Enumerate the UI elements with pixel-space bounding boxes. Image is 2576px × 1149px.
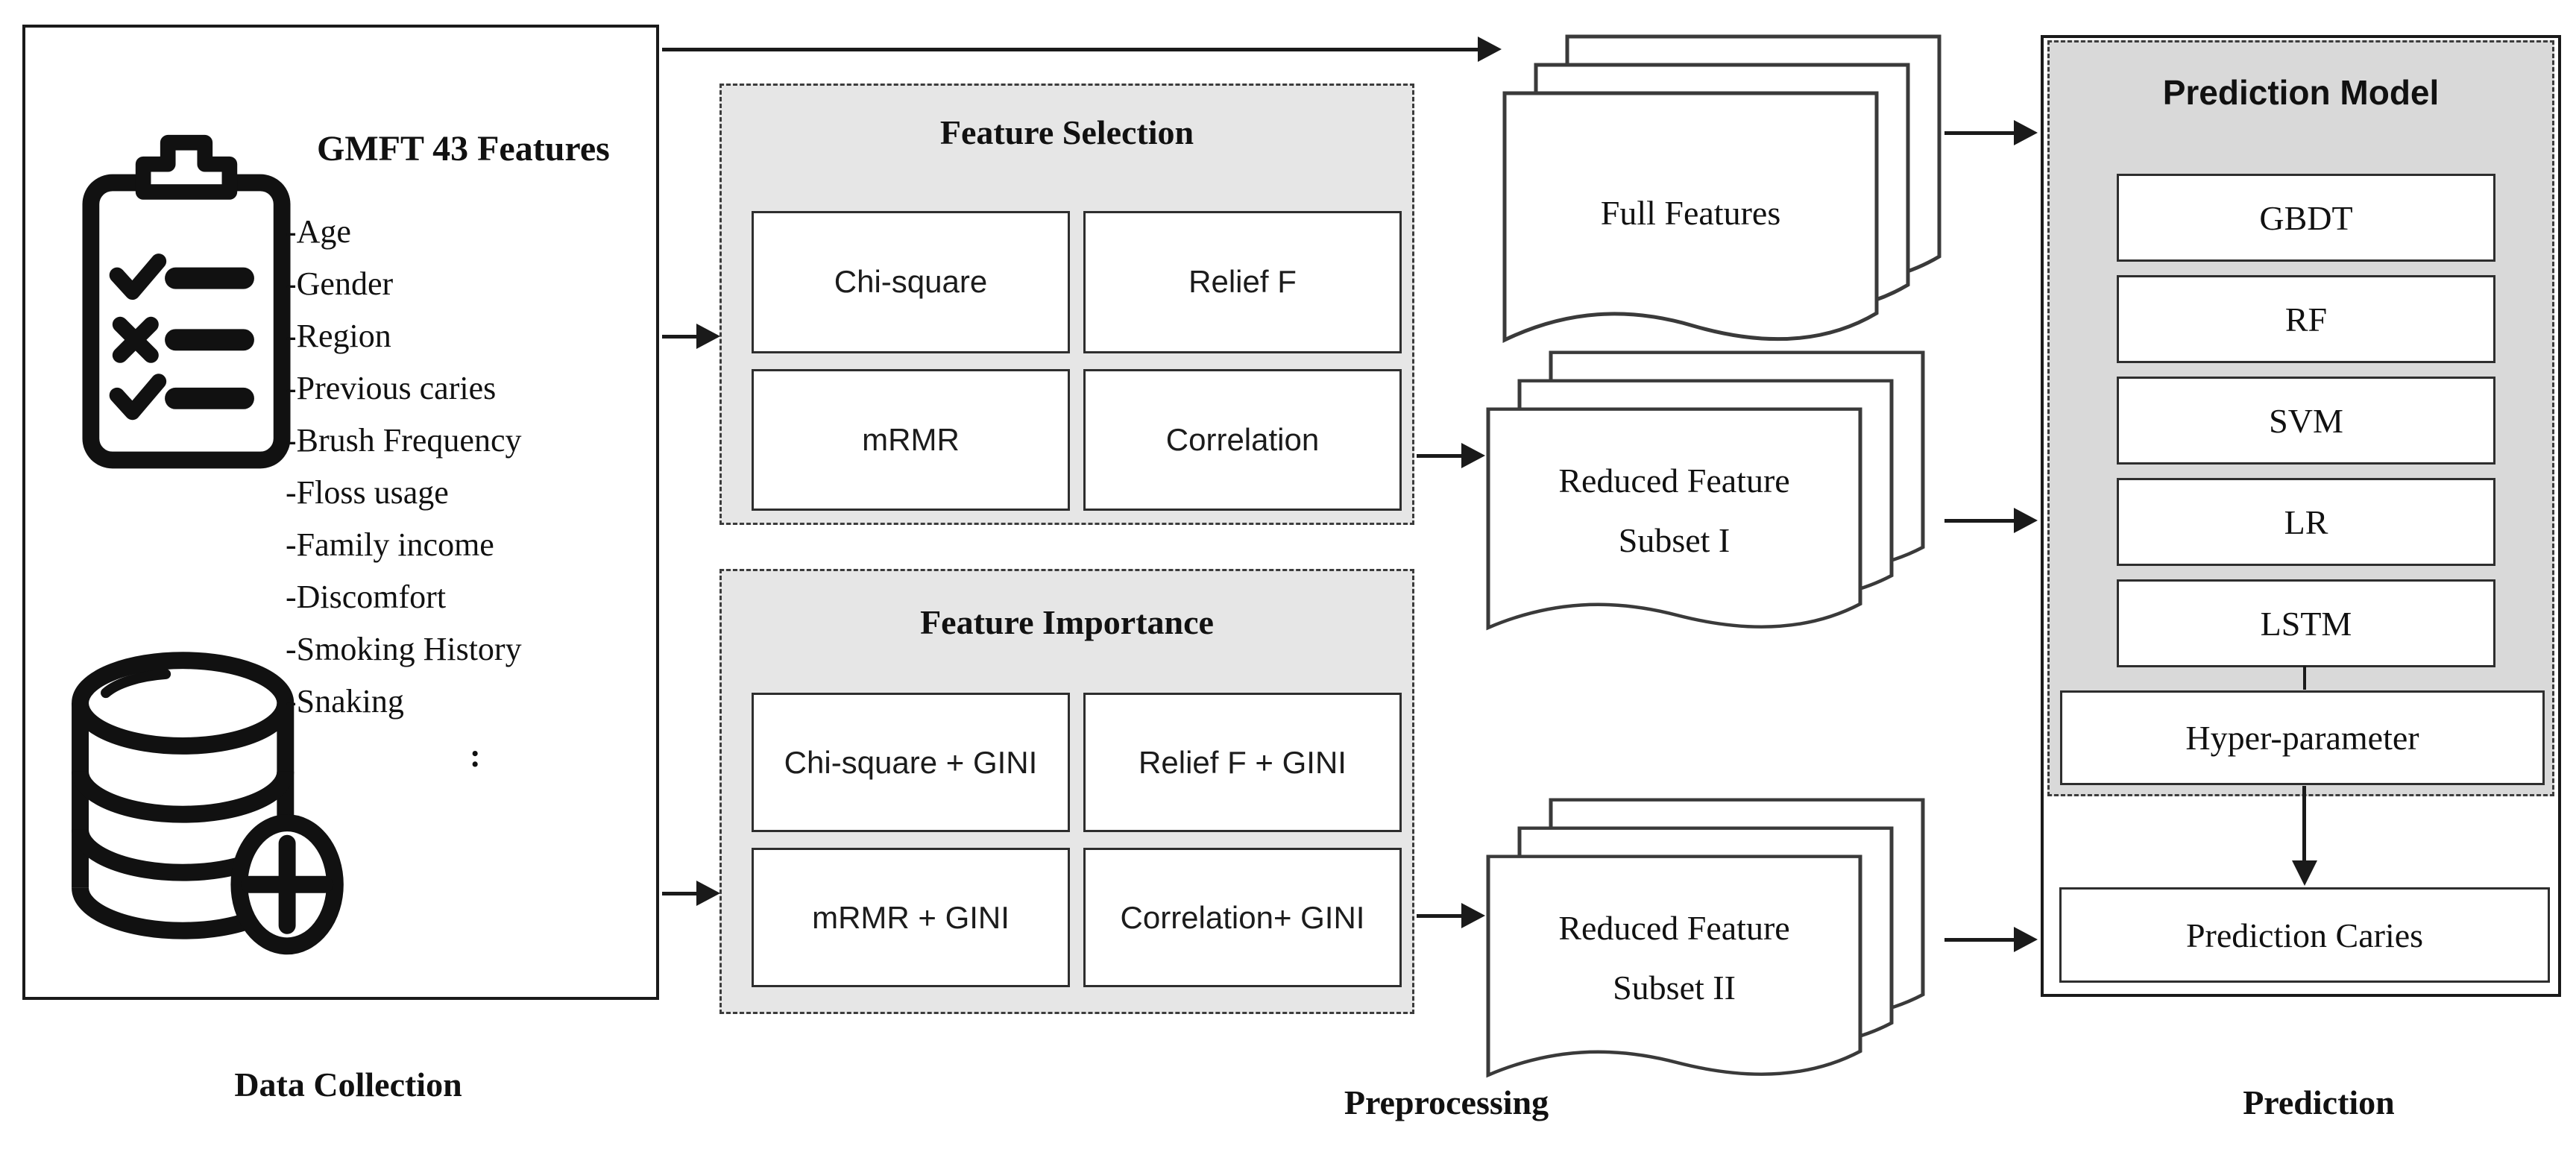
- arrow-dc-to-feature-selection: [662, 335, 698, 339]
- subset1-line2: Subset I: [1618, 521, 1731, 559]
- feature-item: -Region: [286, 318, 391, 354]
- list-continuation-dots: :: [470, 737, 481, 774]
- model-box: RF: [2117, 275, 2495, 363]
- feature-selection-title: Feature Selection: [939, 113, 1194, 151]
- arrowhead-icon: [1478, 37, 1502, 62]
- subset1-line1: Reduced Feature: [1558, 462, 1790, 500]
- full-features-label: Full Features: [1600, 194, 1781, 232]
- model-box: LR: [2117, 478, 2495, 566]
- arrow-hyper-to-caries: [2302, 786, 2306, 862]
- document-page: [1486, 854, 1862, 1078]
- arrowhead-icon: [2014, 927, 2038, 952]
- document-page: [1486, 407, 1862, 631]
- method-box: Correlation+ GINI: [1083, 848, 1402, 987]
- arrow-full-features-to-prediction: [1944, 131, 2016, 135]
- subset2-line2: Subset II: [1613, 969, 1736, 1007]
- method-box: Relief F + GINI: [1083, 693, 1402, 832]
- arrow-dc-to-full-features: [662, 48, 1479, 51]
- feature-item: -Age: [286, 213, 351, 250]
- arrowhead-icon: [696, 881, 720, 906]
- stage-label-data-collection: Data Collection: [234, 1065, 462, 1104]
- subset2-line1: Reduced Feature: [1558, 909, 1790, 947]
- feature-item: -Previous caries: [286, 370, 497, 406]
- feature-item: -Floss usage: [286, 474, 449, 511]
- subset2-stack: Reduced Feature Subset II: [1486, 798, 1933, 1126]
- arrow-dc-to-feature-importance: [662, 892, 698, 895]
- feature-item: -Smoking History: [286, 631, 522, 667]
- method-box: mRMR + GINI: [752, 848, 1070, 987]
- method-box: Chi-square: [752, 211, 1070, 353]
- model-box: LSTM: [2117, 579, 2495, 667]
- database-add-icon: [72, 652, 344, 955]
- arrow-subset2-to-prediction: [1944, 938, 2016, 942]
- arrowhead-icon: [1461, 443, 1485, 468]
- method-box: Correlation: [1083, 368, 1402, 511]
- subset2-label: Reduced Feature Subset II: [1490, 898, 1859, 1018]
- method-box: Chi-square + GINI: [752, 693, 1070, 832]
- feature-importance-title: Feature Importance: [920, 603, 1214, 641]
- method-box: mRMR: [752, 368, 1070, 511]
- document-page: [1502, 91, 1879, 343]
- model-box: GBDT: [2117, 174, 2495, 262]
- arrowhead-icon: [2014, 120, 2038, 145]
- arrow-fs-to-subset1: [1417, 454, 1463, 458]
- feature-item: -Discomfort: [286, 579, 447, 615]
- stage-label-preprocessing: Preprocessing: [1344, 1083, 1549, 1121]
- data-collection-title: GMFT 43 Features: [317, 129, 610, 169]
- feature-item: -Brush Frequency: [286, 422, 522, 459]
- clipboard-checklist-icon: [82, 134, 291, 469]
- model-box: SVM: [2117, 377, 2495, 465]
- arrow-subset1-to-prediction: [1944, 519, 2016, 523]
- connector-lstm-to-hyper: [2303, 666, 2306, 690]
- prediction-model-title: Prediction Model: [2162, 73, 2440, 112]
- arrow-fi-to-subset2: [1417, 914, 1463, 918]
- arrowhead-icon: [2014, 508, 2038, 533]
- model-stack: GBDT RF SVM LR LSTM: [2117, 174, 2495, 667]
- arrowhead-icon: [2292, 860, 2317, 886]
- stage-label-prediction: Prediction: [2243, 1083, 2395, 1121]
- method-box: Relief F: [1083, 211, 1402, 353]
- subset1-stack: Reduced Feature Subset I: [1486, 350, 1933, 679]
- feature-item: -Snaking: [286, 683, 404, 720]
- prediction-caries-box: Prediction Caries: [2059, 887, 2550, 983]
- full-features-stack: Full Features: [1502, 34, 1950, 392]
- feature-list: -Age -Gender -Region -Previous caries -Brush…: [286, 206, 522, 728]
- subset1-label: Reduced Feature Subset I: [1490, 451, 1859, 570]
- arrowhead-icon: [1461, 903, 1485, 928]
- arrowhead-icon: [696, 324, 720, 349]
- hyper-parameter-box: Hyper-parameter: [2060, 690, 2545, 785]
- prediction-model-panel: Prediction Model GBDT RF SVM LR LSTM Hyper-p…: [2047, 40, 2554, 796]
- feature-item: -Family income: [286, 526, 494, 563]
- feature-item: -Gender: [286, 265, 394, 302]
